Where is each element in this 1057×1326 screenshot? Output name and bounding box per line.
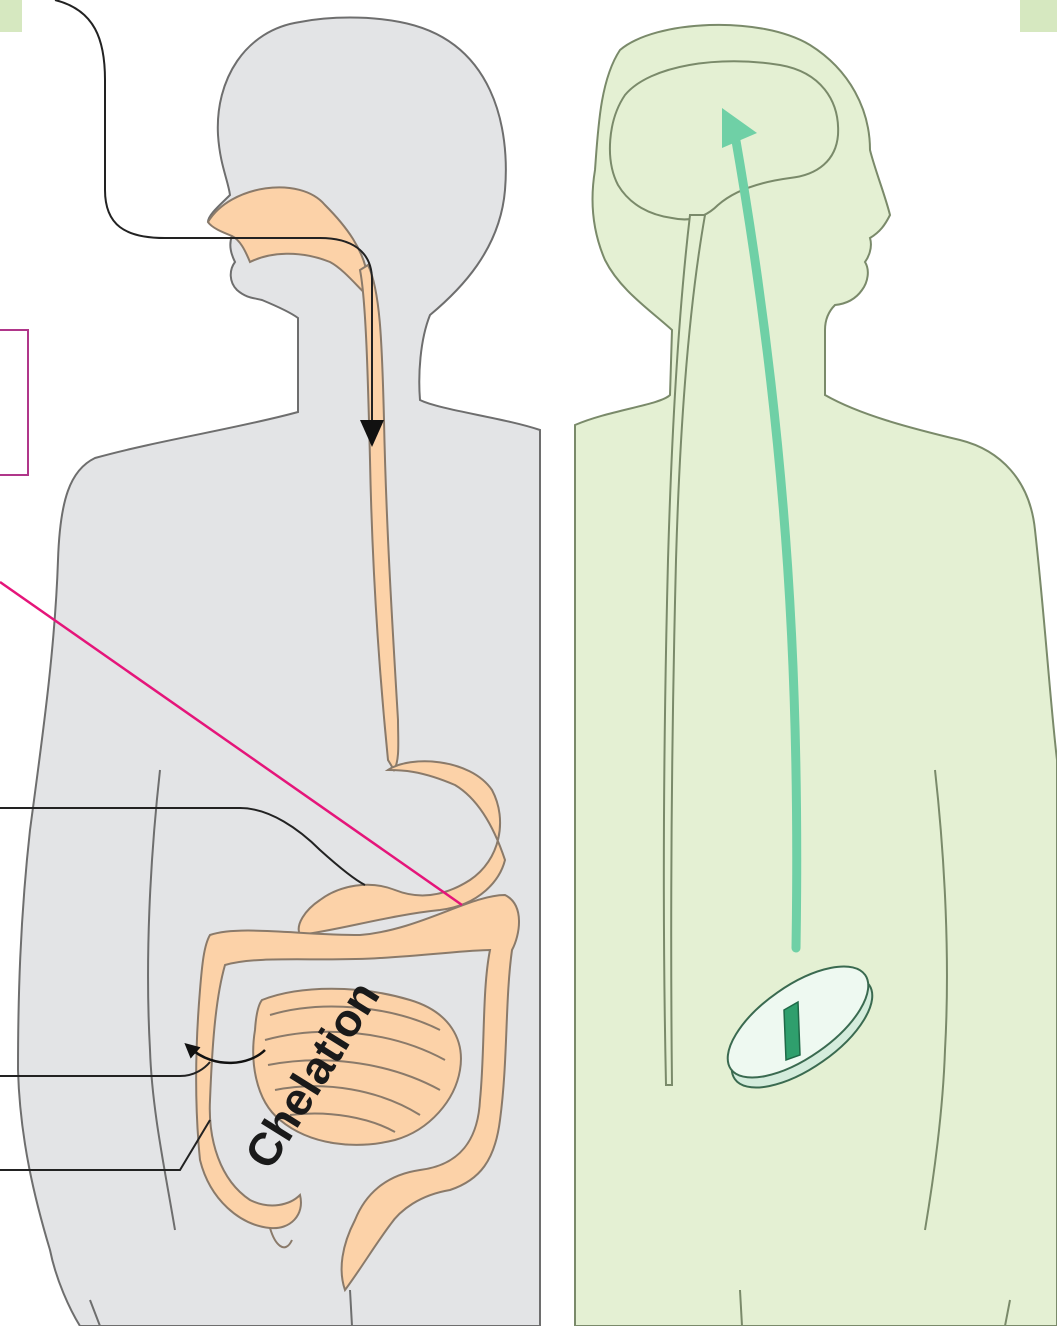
right-body-silhouette — [575, 25, 1057, 1326]
left-label-tab — [0, 0, 22, 32]
pink-text-box — [0, 330, 28, 475]
right-label-tab — [1020, 0, 1057, 32]
